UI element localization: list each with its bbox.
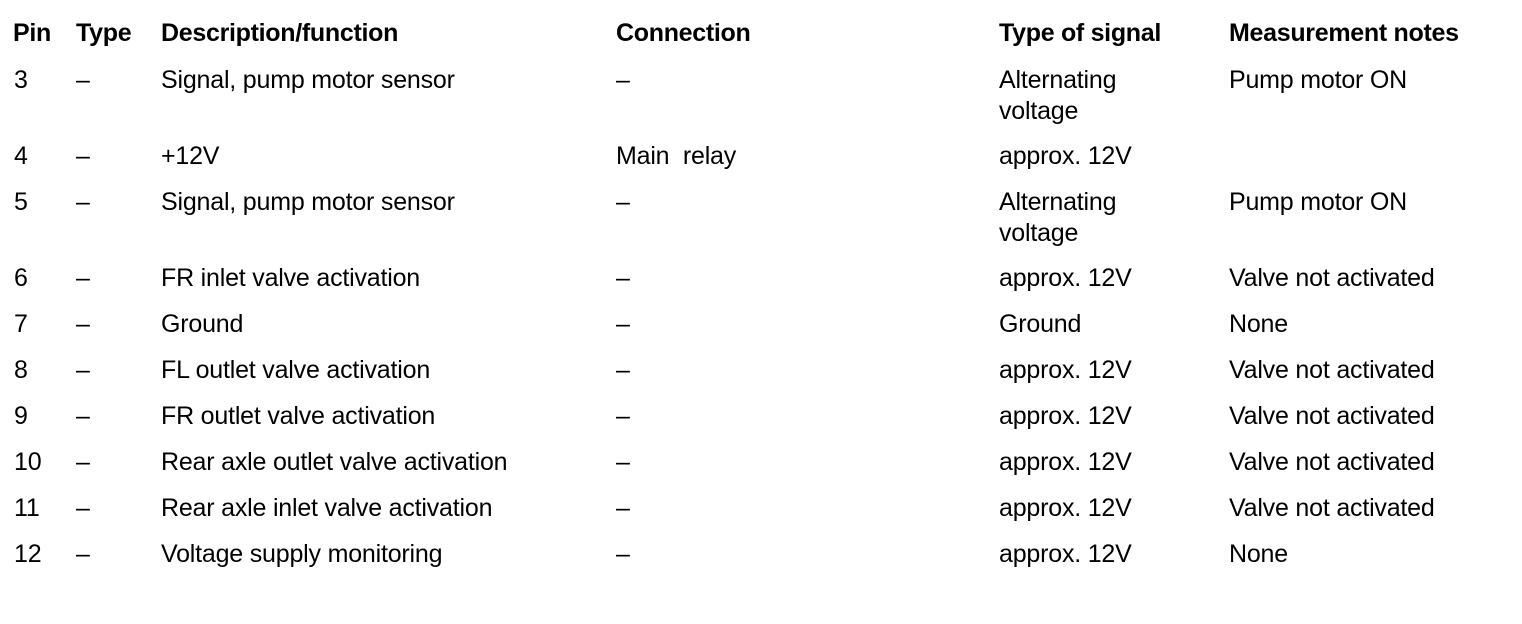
table-row: 11 – Rear axle inlet valve activation – appr… (0, 493, 1522, 539)
cell-notes: Pump motor ON (1229, 188, 1408, 216)
cell-type: – (76, 188, 90, 216)
cell-notes: None (1229, 540, 1288, 568)
cell-signal-line1: approx. 12V (999, 264, 1132, 292)
cell-connection: – (616, 66, 630, 94)
cell-signal: approx. 12V (999, 263, 1229, 309)
cell-pin: 7 (14, 310, 28, 338)
table-row: 4 – +12V Main relay approx. 12V (0, 141, 1522, 187)
cell-type: – (76, 310, 90, 338)
cell-signal: approx. 12V (999, 141, 1229, 187)
cell-signal-line1: approx. 12V (999, 402, 1132, 430)
table-row: 8 – FL outlet valve activation – approx. 12V… (0, 355, 1522, 401)
cell-signal-line1: Ground (999, 310, 1082, 338)
cell-pin: 3 (14, 66, 28, 94)
cell-connection: – (616, 402, 630, 430)
cell-type: – (76, 540, 90, 568)
cell-connection: – (616, 448, 630, 476)
cell-pin: 5 (14, 188, 28, 216)
cell-description: Rear axle inlet valve activation (161, 494, 493, 522)
cell-description: FR outlet valve activation (161, 402, 436, 430)
cell-type: – (76, 448, 90, 476)
cell-pin: 4 (14, 142, 28, 170)
cell-signal: approx. 12V (999, 355, 1229, 401)
cell-description: Rear axle outlet valve activation (161, 448, 508, 476)
cell-notes: Valve not activated (1229, 494, 1435, 522)
cell-description: Voltage supply monitoring (161, 540, 443, 568)
column-header-signal: Type of signal (999, 19, 1162, 47)
table-body: 3 – Signal, pump motor sensor – Alternating v… (0, 65, 1522, 585)
column-header-type: Type (76, 19, 132, 47)
cell-signal-line1: approx. 12V (999, 540, 1132, 568)
cell-type: – (76, 494, 90, 522)
cell-notes: Pump motor ON (1229, 66, 1408, 94)
cell-notes: Valve not activated (1229, 356, 1435, 384)
cell-signal-line1: approx. 12V (999, 142, 1132, 170)
cell-signal-line1: Alternating (999, 66, 1117, 94)
cell-type: – (76, 264, 90, 292)
cell-pin: 9 (14, 402, 28, 430)
table-row: 3 – Signal, pump motor sensor – Alternating v… (0, 65, 1522, 141)
table-row: 10 – Rear axle outlet valve activation – app… (0, 447, 1522, 493)
table-row: 7 – Ground – Ground None (0, 309, 1522, 355)
cell-description: Ground (161, 310, 244, 338)
cell-pin: 8 (14, 356, 28, 384)
cell-connection: – (616, 494, 630, 522)
cell-connection: – (616, 310, 630, 338)
cell-signal-line2: voltage (999, 219, 1079, 247)
cell-connection: – (616, 356, 630, 384)
table-row: 12 – Voltage supply monitoring – approx. 12V… (0, 539, 1522, 585)
cell-signal: approx. 12V (999, 447, 1229, 493)
table-row: 6 – FR inlet valve activation – approx. 12V V… (0, 263, 1522, 309)
cell-signal-line2: voltage (999, 97, 1079, 125)
cell-pin: 11 (14, 494, 40, 522)
cell-signal-line1: Alternating (999, 188, 1117, 216)
cell-pin: 12 (14, 540, 42, 568)
cell-signal-line1: approx. 12V (999, 356, 1132, 384)
column-header-pin: Pin (13, 19, 51, 47)
cell-connection: – (616, 188, 630, 216)
cell-connection: – (616, 264, 630, 292)
cell-type: – (76, 142, 90, 170)
cell-signal: Alternating voltage (999, 187, 1229, 263)
cell-notes (1229, 141, 1522, 187)
cell-notes: Valve not activated (1229, 402, 1435, 430)
cell-connection: Main relay (616, 142, 737, 170)
cell-description: Signal, pump motor sensor (161, 188, 455, 216)
cell-notes: Valve not activated (1229, 264, 1435, 292)
cell-signal: approx. 12V (999, 401, 1229, 447)
cell-notes: None (1229, 310, 1288, 338)
cell-description: Signal, pump motor sensor (161, 66, 455, 94)
cell-pin: 6 (14, 264, 28, 292)
column-header-connection: Connection (616, 19, 751, 47)
cell-type: – (76, 356, 90, 384)
cell-signal: Alternating voltage (999, 65, 1229, 141)
cell-signal-line1: approx. 12V (999, 494, 1132, 522)
cell-signal-line1: approx. 12V (999, 448, 1132, 476)
cell-pin: 10 (14, 448, 42, 476)
cell-signal: approx. 12V (999, 539, 1229, 585)
column-header-notes: Measurement notes (1229, 19, 1459, 47)
cell-type: – (76, 402, 90, 430)
cell-signal: Ground (999, 309, 1229, 355)
column-header-description: Description/function (161, 19, 399, 47)
cell-type: – (76, 66, 90, 94)
table-row: 9 – FR outlet valve activation – approx. 12V… (0, 401, 1522, 447)
cell-description: +12V (161, 142, 220, 170)
cell-description: FR inlet valve activation (161, 264, 421, 292)
pin-assignment-table: Pin Type Description/function Connection… (0, 18, 1522, 585)
cell-connection: – (616, 540, 630, 568)
cell-signal: approx. 12V (999, 493, 1229, 539)
cell-description: FL outlet valve activation (161, 356, 431, 384)
table-row: 5 – Signal, pump motor sensor – Alternating v… (0, 187, 1522, 263)
cell-notes: Valve not activated (1229, 448, 1435, 476)
table-header-row: Pin Type Description/function Connection… (0, 18, 1522, 65)
table-header: Pin Type Description/function Connection… (0, 18, 1522, 65)
